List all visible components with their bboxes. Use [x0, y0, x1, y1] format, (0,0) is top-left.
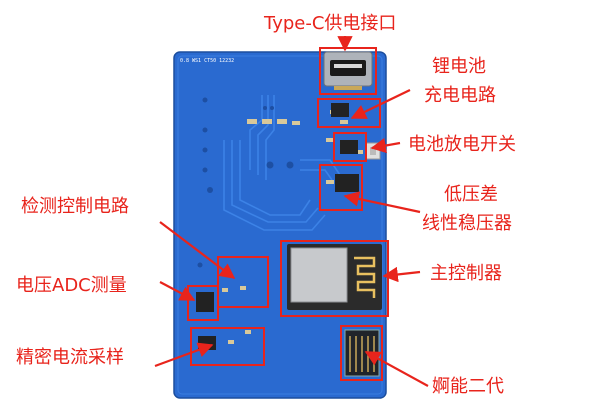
- label-second-gen: 婀能二代: [432, 376, 504, 397]
- label-ldo-line2: 线性稳压器: [422, 213, 512, 234]
- label-discharge-switch: 电池放电开关: [408, 134, 516, 155]
- label-ldo-line1: 低压差: [444, 184, 498, 205]
- label-detect-control: 检测控制电路: [21, 196, 129, 217]
- esp-module: [287, 244, 382, 310]
- usb-c-connector: [323, 51, 373, 90]
- label-current-sampling: 精密电流采样: [16, 347, 124, 368]
- charger-chip: [331, 103, 349, 117]
- pcb-vias: [197, 97, 294, 268]
- box-charger: [317, 98, 381, 128]
- box-current: [190, 327, 265, 366]
- board-silkscreen: 0.8 WS1 CT50 12232: [180, 58, 234, 64]
- switch-chip: [340, 140, 358, 154]
- box-detect: [217, 256, 269, 308]
- slide-switch: [365, 142, 381, 160]
- box-ldo: [319, 164, 363, 211]
- label-li-charge-line2: 充电电路: [424, 85, 496, 106]
- label-voltage-adc: 电压ADC测量: [16, 275, 127, 296]
- pcb-traces: [223, 95, 341, 231]
- label-main-controller: 主控制器: [430, 263, 502, 284]
- adc-chip: [196, 292, 214, 312]
- annotation-arrows: [154, 36, 429, 387]
- box-second-gen: [340, 325, 383, 381]
- bottom-connector: [344, 329, 380, 377]
- box-adc: [187, 285, 219, 321]
- box-switch: [333, 132, 367, 162]
- label-li-charge-line1: 锂电池: [432, 56, 486, 77]
- ldo-chip: [335, 174, 359, 192]
- label-type-c: Type-C供电接口: [263, 13, 396, 34]
